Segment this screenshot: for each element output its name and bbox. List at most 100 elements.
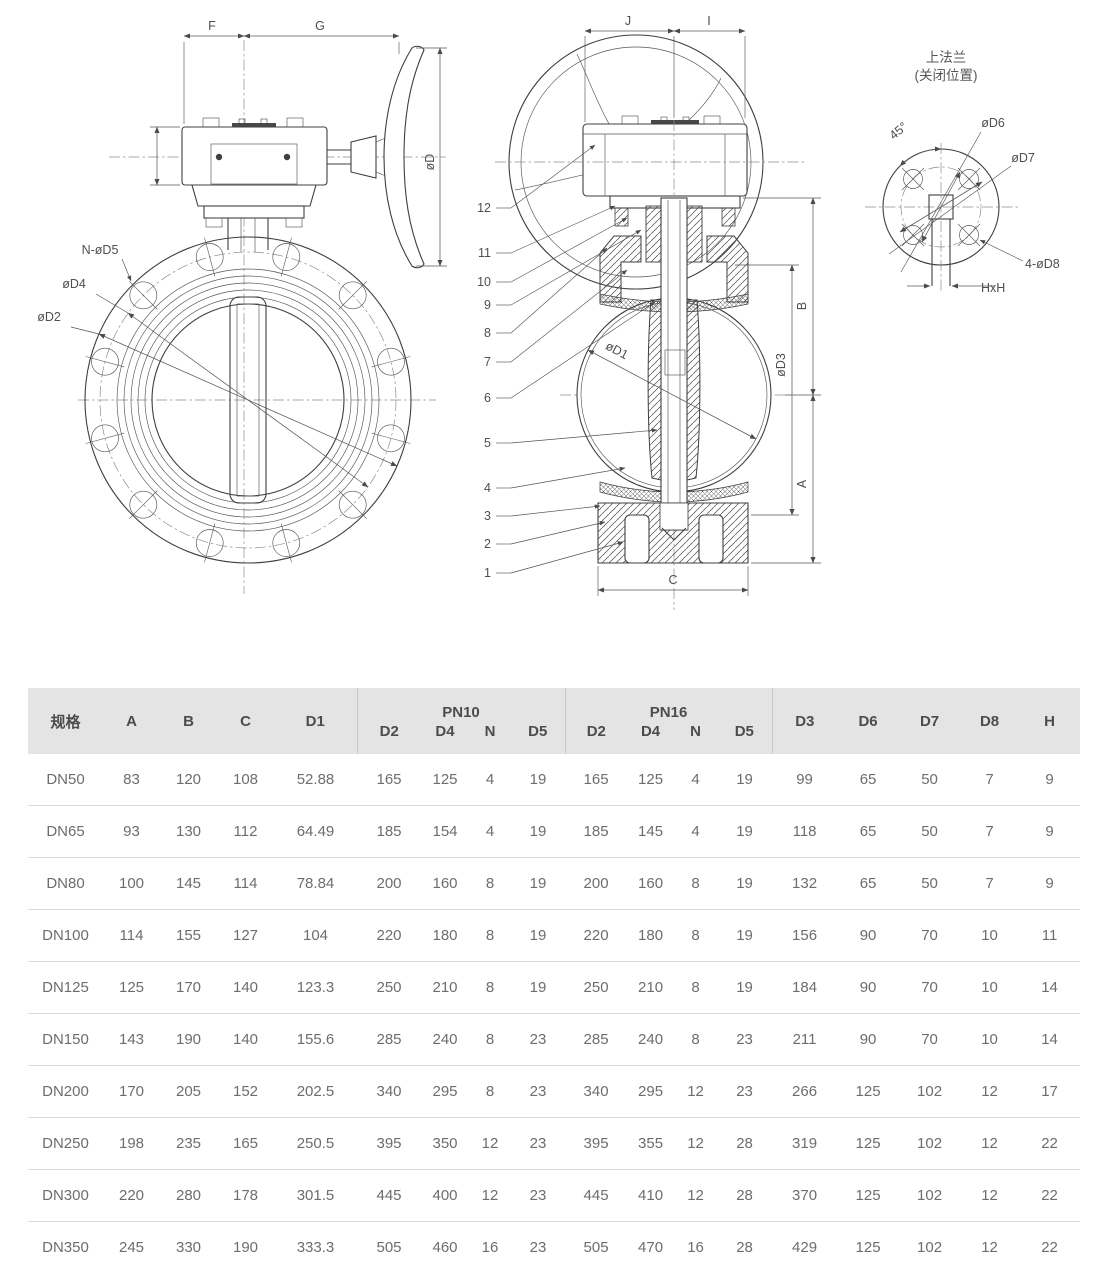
- sub-header-pn10-d4: D4: [421, 722, 469, 754]
- part-number-label: 6: [484, 391, 491, 405]
- dim-cell: 143: [103, 1013, 160, 1066]
- top-flange-drawing: 上法兰 (关闭位置) 45° øD6 øD7 4-øD8 HxH: [865, 50, 1060, 295]
- dim-cell: 333.3: [274, 1221, 357, 1264]
- angle-label: 45°: [887, 119, 910, 142]
- part-leader-line: [510, 428, 658, 444]
- dim-cell: 165: [565, 754, 628, 806]
- dim-cell: 470: [627, 1221, 675, 1264]
- dim-a-label: A: [795, 479, 809, 488]
- dim-cell: 8: [674, 857, 718, 910]
- dim-cell: 114: [103, 909, 160, 962]
- col-header-a: A: [103, 688, 160, 754]
- dim-cell: 9: [1019, 754, 1081, 806]
- dim-cell: 19: [511, 857, 566, 910]
- dim-cell: 250: [357, 961, 421, 1014]
- part-number-label: 11: [478, 246, 491, 260]
- part-leader-line: [510, 301, 656, 399]
- dim-cell: 8: [674, 961, 718, 1014]
- dim-cell: 395: [357, 1117, 421, 1170]
- bolt-hole-tick: [280, 523, 292, 563]
- bolt-hole-tick: [280, 237, 292, 277]
- part-number-label: 3: [484, 509, 491, 523]
- col-header-d3: D3: [771, 688, 838, 754]
- bolt-hole: [195, 243, 224, 271]
- part-number-label: 4: [484, 481, 491, 495]
- dim-cell: 235: [160, 1117, 217, 1170]
- dim-cell: 125: [837, 1065, 900, 1118]
- dim-cell: 132: [772, 857, 838, 910]
- od8-leader: [979, 239, 1024, 262]
- part-number-label: 5: [484, 436, 491, 450]
- part-number-label: 7: [484, 355, 491, 369]
- bolt-hole: [129, 281, 158, 310]
- part-leader-line: [510, 466, 626, 489]
- dim-cell: 22: [1019, 1117, 1081, 1170]
- dim-cell: 170: [160, 961, 217, 1014]
- dim-cell: 145: [627, 805, 675, 858]
- dim-cell: 102: [899, 1117, 961, 1170]
- dim-cell: 19: [511, 909, 566, 962]
- dim-cell: 180: [421, 909, 469, 962]
- part-leader-line: [510, 541, 624, 574]
- sub-header-pn16-d5: D5: [717, 722, 773, 754]
- part-number-label: 1: [484, 566, 491, 580]
- spec-cell: DN125: [28, 961, 103, 1014]
- col-header-c: C: [217, 688, 274, 754]
- dim-cell: 19: [511, 961, 566, 1014]
- dim-cell: 19: [717, 805, 773, 858]
- dim-cell: 250: [565, 961, 628, 1014]
- dim-cell: 50: [899, 754, 961, 806]
- part-leader-line: [510, 229, 642, 306]
- table-header: 规格 A B C D1 PN10 PN16 D3 D6 D7 D8 H D2 D…: [28, 688, 1081, 754]
- dim-cell: 12: [960, 1221, 1020, 1264]
- dim-cell: 9: [1019, 857, 1081, 910]
- bolt-hole: [338, 281, 367, 310]
- part-number-label: 9: [484, 298, 491, 312]
- handwheel-front: [327, 45, 425, 269]
- dim-cell: 70: [899, 909, 961, 962]
- od8-label: 4-øD8: [1025, 257, 1060, 271]
- seat-lower: [599, 481, 749, 503]
- dim-cell: 108: [217, 754, 274, 806]
- dim-cell: 8: [469, 1065, 511, 1118]
- dim-cell: 23: [511, 1013, 566, 1066]
- dim-cell: 9: [1019, 805, 1081, 858]
- label-od4: øD4: [62, 277, 86, 291]
- front-view-drawing: F G: [37, 19, 447, 594]
- dim-cell: 185: [565, 805, 628, 858]
- dim-cell: 170: [103, 1065, 160, 1118]
- dim-cell: 240: [627, 1013, 675, 1066]
- spec-cell: DN300: [28, 1169, 103, 1222]
- dim-cell: 125: [421, 754, 469, 806]
- dim-cell: 10: [960, 1013, 1020, 1066]
- part-leader-line: [510, 205, 616, 254]
- dim-cell: 19: [511, 805, 566, 858]
- bolt-hole: [195, 529, 224, 557]
- dim-cell: 190: [160, 1013, 217, 1066]
- dim-cell: 16: [674, 1221, 718, 1264]
- bolt-hole: [272, 243, 301, 271]
- dim-cell: 19: [717, 961, 773, 1014]
- dim-cell: 155.6: [274, 1013, 357, 1066]
- dim-cell: 200: [357, 857, 421, 910]
- hxh-label: HxH: [981, 281, 1005, 295]
- dim-cell: 14: [1019, 1013, 1081, 1066]
- part-number-label: 10: [477, 275, 491, 289]
- dim-cell: 4: [674, 805, 718, 858]
- dim-cell: 250.5: [274, 1117, 357, 1170]
- dim-cell: 240: [421, 1013, 469, 1066]
- dim-cell: 90: [837, 1013, 900, 1066]
- stem: [660, 197, 688, 531]
- dim-cell: 102: [899, 1169, 961, 1222]
- dim-cell: 210: [421, 961, 469, 1014]
- dim-cell: 4: [674, 754, 718, 806]
- dim-cell: 445: [357, 1169, 421, 1222]
- dim-cell: 319: [772, 1117, 838, 1170]
- dim-cell: 23: [511, 1169, 566, 1222]
